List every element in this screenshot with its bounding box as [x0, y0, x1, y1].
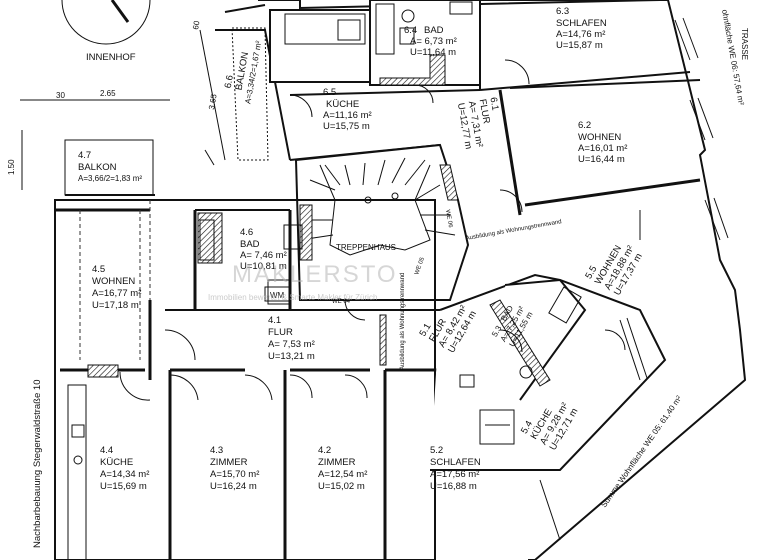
svg-text:A= 6,73 m²: A= 6,73 m²	[410, 36, 457, 47]
room-5-2-label: 5.2 SCHLAFEN A=17,56 m² U=16,88 m	[430, 445, 481, 492]
dim-265: 2.65	[100, 89, 116, 98]
room-6-3-label: 6.3 SCHLAFEN A=14,76 m² U=15,87 m	[556, 6, 607, 51]
svg-text:BAD: BAD	[424, 25, 444, 36]
svg-text:ZIMMER: ZIMMER	[318, 457, 356, 468]
svg-text:A=14,76 m²: A=14,76 m²	[556, 29, 605, 40]
svg-text:WOHNEN: WOHNEN	[92, 276, 135, 287]
svg-text:4.3: 4.3	[210, 445, 223, 456]
svg-text:A=16,77 m²: A=16,77 m²	[92, 288, 141, 299]
svg-text:U=16,88 m: U=16,88 m	[430, 481, 477, 492]
svg-text:A=17,56 m²: A=17,56 m²	[430, 469, 479, 480]
watermark-logo: MAKLERSTO	[232, 261, 398, 288]
svg-text:6.4: 6.4	[404, 25, 417, 36]
we05-walls	[430, 273, 667, 541]
svg-text:SCHLAFEN: SCHLAFEN	[556, 18, 607, 29]
svg-text:6.5: 6.5	[323, 87, 336, 98]
svg-text:4.4: 4.4	[100, 445, 113, 456]
balcony-4-7-number: 4.7	[78, 150, 91, 161]
svg-text:6.1: 6.1	[487, 96, 500, 111]
room-4-5-label: 4.5 WOHNEN A=16,77 m² U=17,18 m	[92, 264, 141, 311]
svg-text:U=15,69 m: U=15,69 m	[100, 481, 147, 492]
svg-text:U=15,75 m: U=15,75 m	[323, 121, 370, 132]
svg-text:FLUR: FLUR	[268, 327, 293, 338]
svg-text:KÜCHE: KÜCHE	[326, 99, 359, 110]
svg-text:U=17,18 m: U=17,18 m	[92, 300, 139, 311]
room-4-1-label: 4.1 FLUR A= 7,53 m² U=13,21 m	[268, 315, 315, 362]
washing-machine-label: WM	[270, 291, 285, 300]
room-4-4-label: 4.4 KÜCHE A=14,34 m² U=15,69 m	[100, 445, 149, 492]
dim-365: 3.65	[207, 93, 219, 110]
we04-walls	[54, 199, 440, 560]
svg-text:KÜCHE: KÜCHE	[100, 457, 133, 468]
room-4-3-label: 4.3 ZIMMER A=15,70 m² U=16,24 m	[210, 445, 259, 492]
room-4-6-label: 4.6 BAD A= 7,46 m² U=10,81 m	[240, 227, 287, 272]
svg-text:U=16,24 m: U=16,24 m	[210, 481, 257, 492]
fire-wall-note-bottom: Ausbildung als Wohnungstrennwand	[400, 273, 406, 370]
svg-text:U=11,64 m: U=11,64 m	[410, 47, 456, 58]
north-arrow-icon	[61, 0, 151, 45]
svg-text:5.2: 5.2	[430, 445, 443, 456]
svg-text:U=16,44 m: U=16,44 m	[578, 154, 625, 165]
we06-walls	[215, 0, 747, 560]
svg-text:A= 7,46 m²: A= 7,46 m²	[240, 250, 287, 261]
room-6-2-label: 6.2 WOHNEN A=16,01 m² U=16,44 m	[578, 120, 627, 165]
svg-text:6.2: 6.2	[578, 120, 591, 131]
svg-text:U=10,81 m: U=10,81 m	[240, 261, 287, 272]
watermark-subtitle: Immobilien bewertet & Smarte Makler für …	[208, 293, 377, 302]
room-6-5-label: 6.5 KÜCHE A=11,16 m² U=15,75 m	[323, 87, 372, 132]
stairwell	[294, 143, 470, 301]
we06-entry-marker: WE 06	[444, 209, 453, 228]
neighbor-street-label: Nachbarbebauung Stegerwaldstraße 10	[32, 380, 43, 548]
room-6-4-label: 6.4 BAD A= 6,73 m² U=11,64 m	[404, 25, 457, 58]
svg-text:A=12,54 m²: A=12,54 m²	[318, 469, 367, 480]
balcony-4-7	[64, 139, 155, 196]
dim-60: 60	[191, 19, 202, 30]
svg-text:A=11,16 m²: A=11,16 m²	[323, 110, 372, 121]
balcony-4-7-area: A=3,66/2=1,83 m²	[78, 174, 142, 183]
room-4-2-label: 4.2 ZIMMER A=12,54 m² U=15,02 m	[318, 445, 367, 492]
svg-text:4.5: 4.5	[92, 264, 105, 275]
room-5-4-label: 5.4 KÜCHE A= 9,28 m² U=12,71 m	[519, 401, 581, 452]
svg-text:ZIMMER: ZIMMER	[210, 457, 248, 468]
svg-text:BAD: BAD	[240, 239, 260, 250]
svg-text:U=15,02 m: U=15,02 m	[318, 481, 365, 492]
svg-text:4.1: 4.1	[268, 315, 281, 326]
svg-text:4.6: 4.6	[240, 227, 253, 238]
svg-text:FLUR: FLUR	[477, 98, 492, 124]
balcony-4-7-name: BALKON	[78, 162, 117, 173]
dim-30: 30	[56, 91, 65, 100]
courtyard-label: INNENHOF	[86, 52, 136, 63]
balcony-6-6-number: 6.6	[223, 74, 236, 89]
street-right-label: TRASSE	[740, 28, 749, 60]
svg-text:SCHLAFEN: SCHLAFEN	[430, 457, 481, 468]
svg-text:4.2: 4.2	[318, 445, 331, 456]
svg-text:U=15,87 m: U=15,87 m	[556, 40, 603, 51]
svg-text:U=13,21 m: U=13,21 m	[268, 351, 315, 362]
svg-text:6.3: 6.3	[556, 6, 569, 17]
svg-text:A=15,70 m²: A=15,70 m²	[210, 469, 259, 480]
svg-text:WOHNEN: WOHNEN	[578, 132, 621, 143]
dim-150: 1.50	[7, 159, 16, 175]
stairwell-label: TREPPENHAUS	[336, 243, 396, 252]
svg-text:A=16,01 m²: A=16,01 m²	[578, 143, 627, 154]
svg-text:A=14,34 m²: A=14,34 m²	[100, 469, 149, 480]
svg-text:A= 7,53 m²: A= 7,53 m²	[268, 339, 315, 350]
we04-entry-marker: WE 04	[332, 299, 351, 305]
balcony-6-6	[199, 27, 269, 166]
